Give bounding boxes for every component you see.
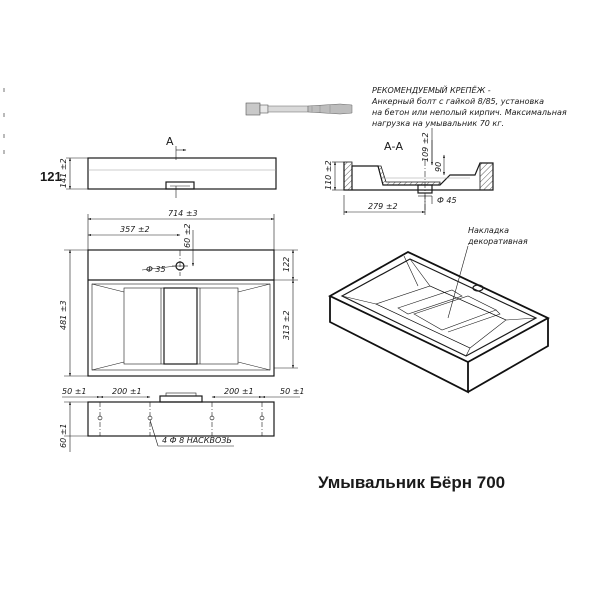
note-heading: РЕКОМЕНДУЕМЫЙ КРЕПЁЖ - (372, 84, 491, 95)
note-line-3: нагрузка на умывальник 70 кг. (372, 119, 504, 128)
section-width-dim: 279 ±2 (368, 202, 398, 211)
note-line-2: на бетон или неполый кирпич. Максимальна… (372, 108, 567, 117)
isometric-view: Накладка декоративная (328, 226, 550, 394)
fastener-note: РЕКОМЕНДУЕМЫЙ КРЕПЁЖ - Анкерный болт с г… (371, 84, 567, 128)
section-mark-a-top: А (166, 135, 174, 148)
section-depth-dim: 90 (434, 162, 443, 172)
anchor-bolt (245, 102, 353, 116)
bottom-view: 50 ±1 200 ±1 200 ±1 50 ±1 60 ±1 4 Ф 8 НА… (59, 387, 305, 452)
section-label: А-А (384, 140, 403, 153)
note-line-1: Анкерный болт с гайкой 8/85, установка (371, 97, 544, 106)
side-height-small-dim: 141 ±2 (59, 158, 68, 188)
top-shelf-dim: 122 (282, 257, 291, 272)
front-view: А 141 ±2 121 (40, 135, 277, 198)
bottom-left-edge-dim: 50 ±1 (62, 387, 87, 396)
callout-line-2: декоративная (467, 237, 528, 246)
bottom-depth-dim: 60 ±1 (59, 423, 68, 448)
side-height-label: 121 (40, 169, 62, 184)
bottom-right-edge-dim: 50 ±1 (280, 387, 305, 396)
top-width-dim: 714 ±3 (168, 209, 198, 218)
top-hole-diameter-dim: Ф 35 (146, 265, 166, 274)
holes-label: 4 Ф 8 НАСКВОЗЬ (162, 436, 232, 445)
top-offset-dim: 357 ±2 (120, 225, 150, 234)
top-view: 714 ±3 357 ±2 60 ±2 Ф 35 481 ±3 122 313 … (59, 209, 298, 377)
bottom-left-span-dim: 200 ±1 (112, 387, 142, 396)
section-view: А-А 110 ±2 109 ±2 90 Ф 45 279 ±2 (324, 128, 494, 215)
section-drain-dim: Ф 45 (437, 196, 457, 205)
section-total-height-dim: 110 ±2 (324, 160, 333, 190)
bottom-right-span-dim: 200 ±1 (224, 387, 254, 396)
top-depth-dim: 481 ±3 (59, 300, 68, 330)
top-basin-dim: 313 ±2 (282, 310, 291, 340)
callout-line-1: Накладка (468, 226, 509, 235)
section-upper-height-dim: 109 ±2 (421, 132, 430, 162)
drawing-title: Умывальник Бёрн 700 (318, 473, 505, 492)
top-hole-offset-dim: 60 ±2 (183, 223, 192, 248)
